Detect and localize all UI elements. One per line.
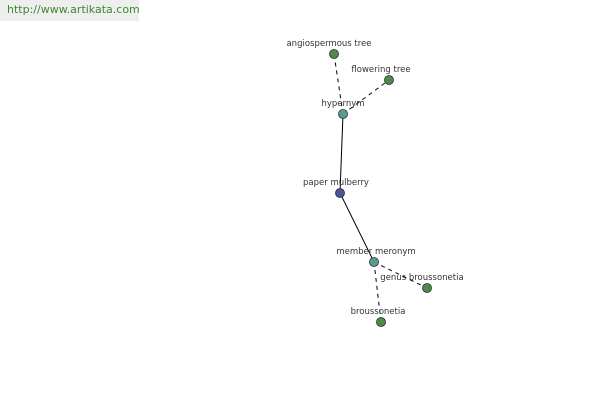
edges-layer [333,53,428,323]
edge-meronym-brouss [373,261,382,323]
node-label-flowering: flowering tree [351,65,410,75]
labels-layer: angiospermous tree flowering tree hypernym… [286,39,463,317]
nodes-layer [329,49,432,327]
edge-hypernym-flowering [342,79,390,115]
node-paper[interactable] [335,188,345,198]
node-label-meronym: member meronym [336,247,415,257]
edge-paper-hypernym [339,113,344,194]
edge-paper-meronym [339,192,375,263]
node-label-brouss: broussonetia [351,307,406,317]
node-label-angiosperm: angiospermous tree [286,39,371,49]
edge-hypernym-angiosperm [333,53,344,115]
source-url-link[interactable]: http://www.artikata.com [0,0,140,21]
node-hypernym[interactable] [338,109,348,119]
node-brouss[interactable] [376,317,386,327]
node-angiosperm[interactable] [329,49,339,59]
node-label-paper: paper mulberry [303,178,369,188]
node-label-genus: genus broussonetia [380,273,463,283]
node-genus[interactable] [422,283,432,293]
node-label-hypernym: hypernym [321,99,364,109]
edge-meronym-genus [373,261,428,289]
node-flowering[interactable] [384,75,394,85]
node-meronym[interactable] [369,257,379,267]
